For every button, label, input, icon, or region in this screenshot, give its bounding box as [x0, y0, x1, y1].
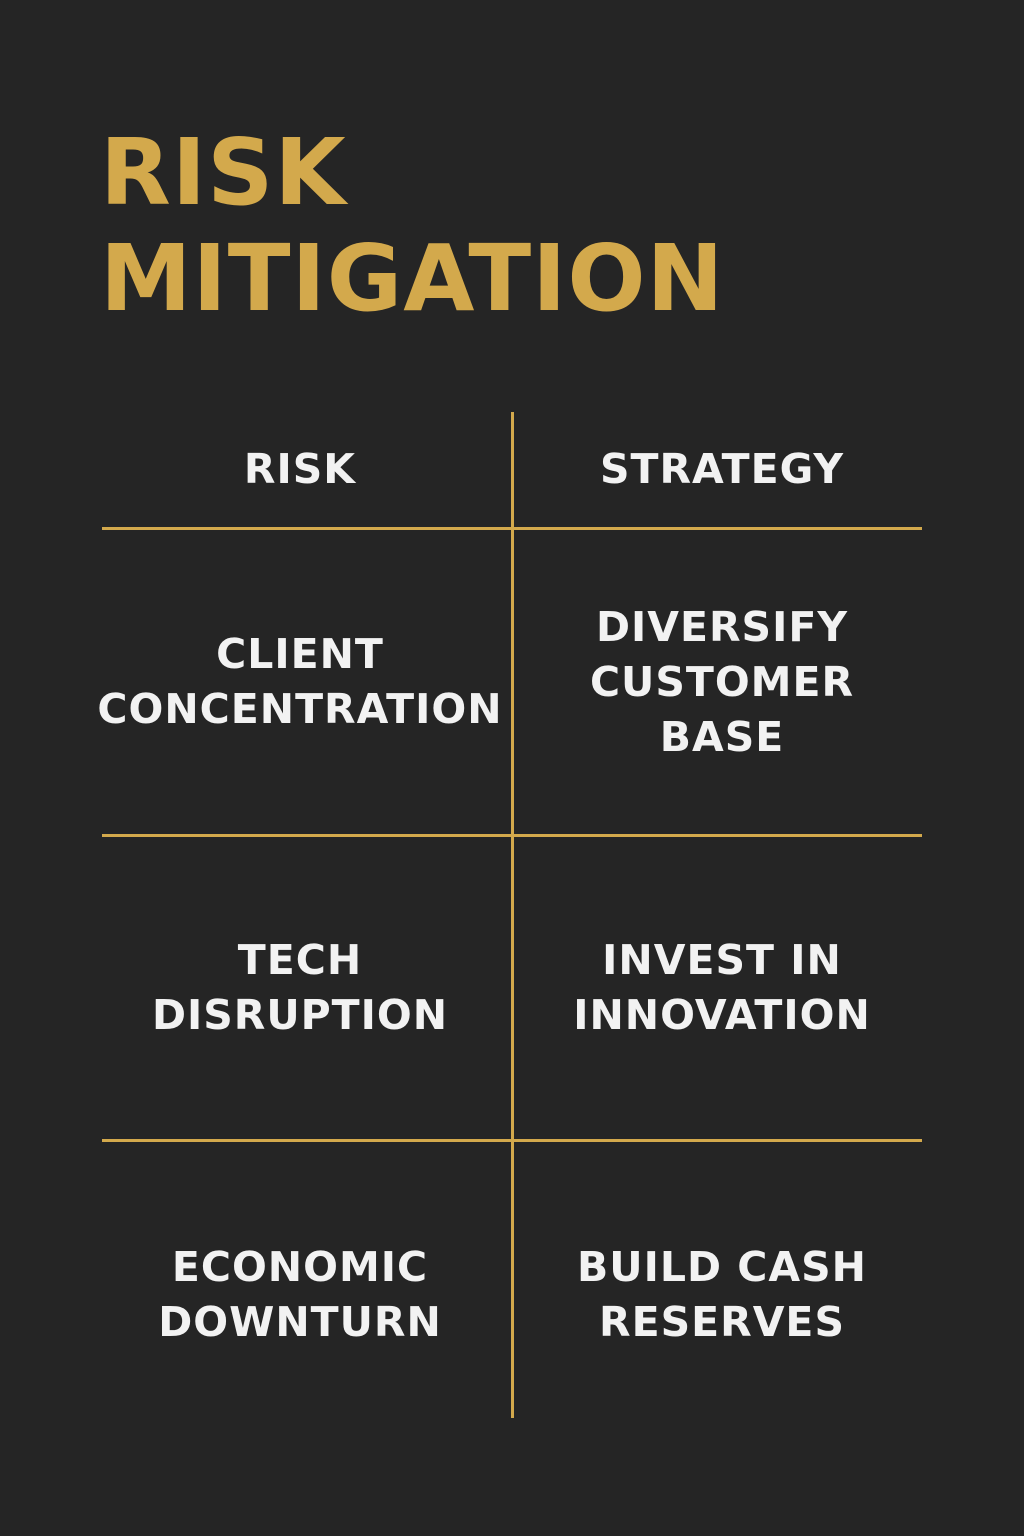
row-2-risk-text: TECH DISRUPTION — [151, 936, 449, 1039]
row-3-risk-text: ECONOMIC DOWNTURN — [158, 1242, 442, 1346]
row-divider-1 — [102, 834, 922, 837]
row-1-strategy-text: DIVERSIFY CUSTOMER BASE — [589, 602, 855, 761]
row-3-strategy-text: BUILD CASH RESERVES — [577, 1242, 867, 1346]
header-risk-label: RISK — [243, 445, 357, 493]
title-line-2: MITIGATION — [100, 225, 725, 332]
column-divider — [511, 412, 514, 1418]
row-1-strategy: DIVERSIFY CUSTOMER BASE — [522, 530, 922, 834]
header-strategy-label: STRATEGY — [599, 445, 845, 493]
row-3-risk: ECONOMIC DOWNTURN — [102, 1142, 498, 1447]
header-risk: RISK — [102, 412, 498, 527]
row-1-risk: CLIENT CONCENTRATION — [97, 530, 501, 834]
row-2-strategy-text: INVEST IN INNOVATION — [573, 936, 871, 1039]
title-line-1: RISK — [100, 119, 347, 226]
header-divider — [102, 527, 922, 530]
row-divider-2 — [102, 1139, 922, 1142]
header-strategy: STRATEGY — [522, 412, 922, 527]
row-2-risk: TECH DISRUPTION — [102, 837, 498, 1139]
row-3-strategy: BUILD CASH RESERVES — [522, 1142, 922, 1447]
row-1-risk-text: CLIENT CONCENTRATION — [97, 630, 503, 733]
risk-strategy-table: RISK STRATEGY CLIENT CONCENTRATION DIVER… — [97, 412, 922, 1418]
row-2-strategy: INVEST IN INNOVATION — [522, 837, 922, 1139]
page-title: RISK MITIGATION — [100, 120, 725, 332]
